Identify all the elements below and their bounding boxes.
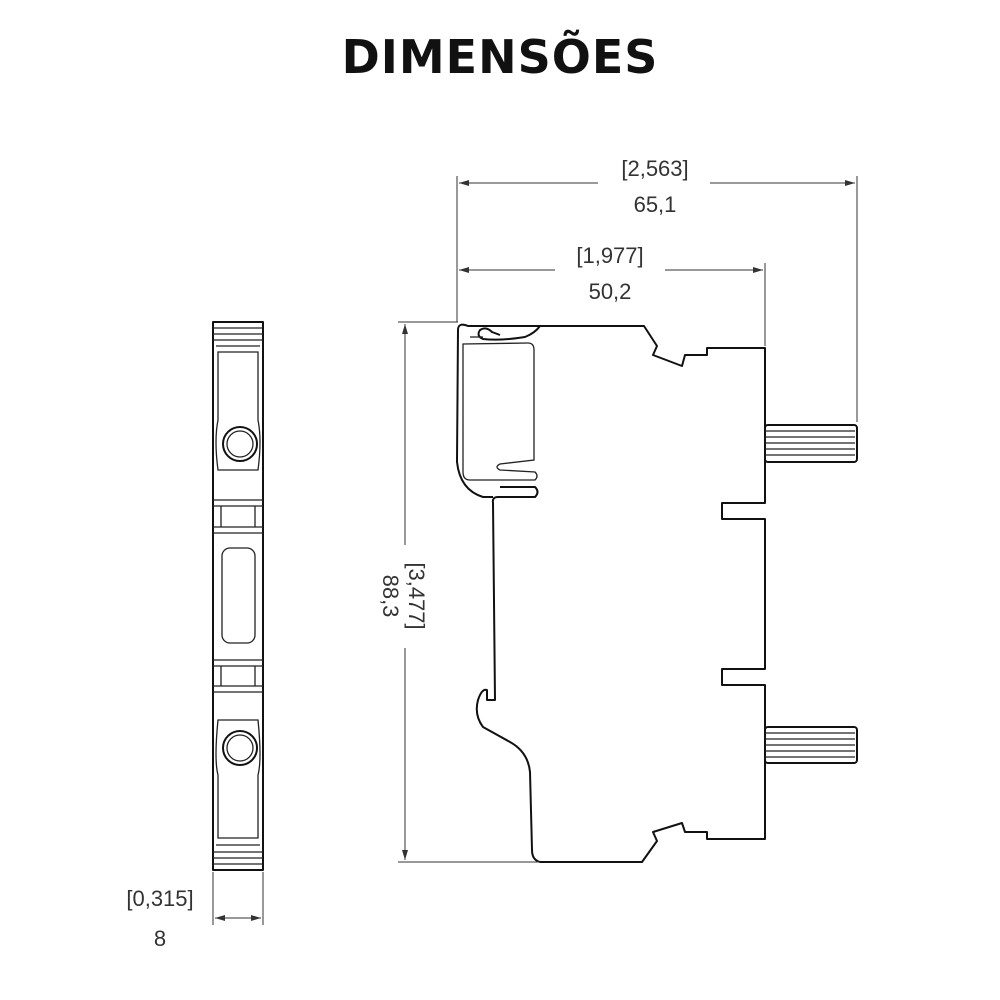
body-depth-dimension: [1,977] 50,2 — [459, 243, 766, 346]
screw-terminal-top — [222, 426, 258, 462]
front-view — [212, 321, 264, 871]
side-view — [456, 323, 766, 863]
body-depth-mm-label: 50,2 — [589, 279, 632, 304]
height-inches-label: [3,477] — [404, 562, 429, 629]
width-dimension: [0,315] 8 — [126, 872, 264, 951]
height-dimension: [3,477] 88,3 — [378, 321, 540, 863]
screw-terminal-bottom — [222, 730, 258, 766]
pin-bottom — [764, 726, 858, 764]
body-depth-inches-label: [1,977] — [576, 243, 643, 268]
page-title: DIMENSÕES — [341, 30, 659, 84]
width-inches-label: [0,315] — [126, 886, 193, 911]
width-mm-label: 8 — [154, 926, 166, 951]
overall-depth-mm-label: 65,1 — [634, 192, 677, 217]
overall-depth-dimension: [2,563] 65,1 — [456, 156, 858, 422]
pin-top — [764, 424, 858, 463]
height-mm-label: 88,3 — [378, 575, 403, 618]
overall-depth-inches-label: [2,563] — [621, 156, 688, 181]
